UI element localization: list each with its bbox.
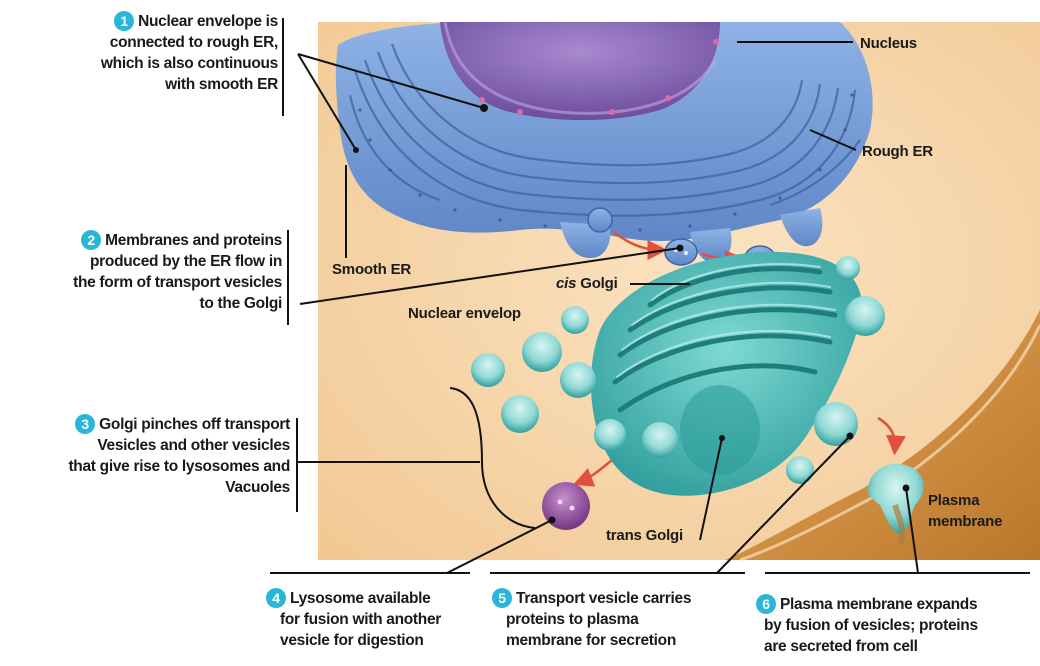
- label-trans-golgi: trans Golgi: [606, 526, 683, 546]
- step-4-line-3: vesicle for digestion: [266, 630, 481, 651]
- step-1-badge: 1: [114, 11, 134, 31]
- step-1-line-2: connected to rough ER,: [24, 32, 278, 53]
- label-cis-golgi: cis Golgi: [556, 274, 618, 294]
- lysosome-shape: [542, 482, 590, 530]
- step-2-line-4: to the Golgi: [6, 293, 282, 314]
- step-5-badge: 5: [492, 588, 512, 608]
- label-smooth-er: Smooth ER: [332, 260, 411, 280]
- step-4-badge: 4: [266, 588, 286, 608]
- step-3-line-3: that give rise to lysosomes and: [2, 456, 290, 477]
- label-rough-er: Rough ER: [862, 142, 933, 162]
- step-6-line-3: are secreted from cell: [756, 636, 1038, 657]
- step-5-line-3: membrane for secretion: [492, 630, 742, 651]
- step-2-line-2: produced by the ER flow in: [6, 251, 282, 272]
- step-3-line-4: Vacuoles: [2, 477, 290, 498]
- step-6-badge: 6: [756, 594, 776, 614]
- step-2-badge: 2: [81, 230, 101, 250]
- step-3-badge: 3: [75, 414, 95, 434]
- label-plasma-membrane: Plasma membrane: [928, 490, 1002, 532]
- label-nucleus: Nucleus: [860, 34, 917, 54]
- step-4-line-2: for fusion with another: [266, 609, 481, 630]
- step-3-line-2: Vesicles and other vesicles: [2, 435, 290, 456]
- step-1-line-4: with smooth ER: [24, 74, 278, 95]
- step-6-line-2: by fusion of vesicles; proteins: [756, 615, 1038, 636]
- step-5-line-2: proteins to plasma: [492, 609, 742, 630]
- step-2-line-3: the form of transport vesicles: [6, 272, 282, 293]
- step-1-line-3: which is also continuous: [24, 53, 278, 74]
- label-nuclear-envelop: Nuclear envelop: [408, 304, 521, 324]
